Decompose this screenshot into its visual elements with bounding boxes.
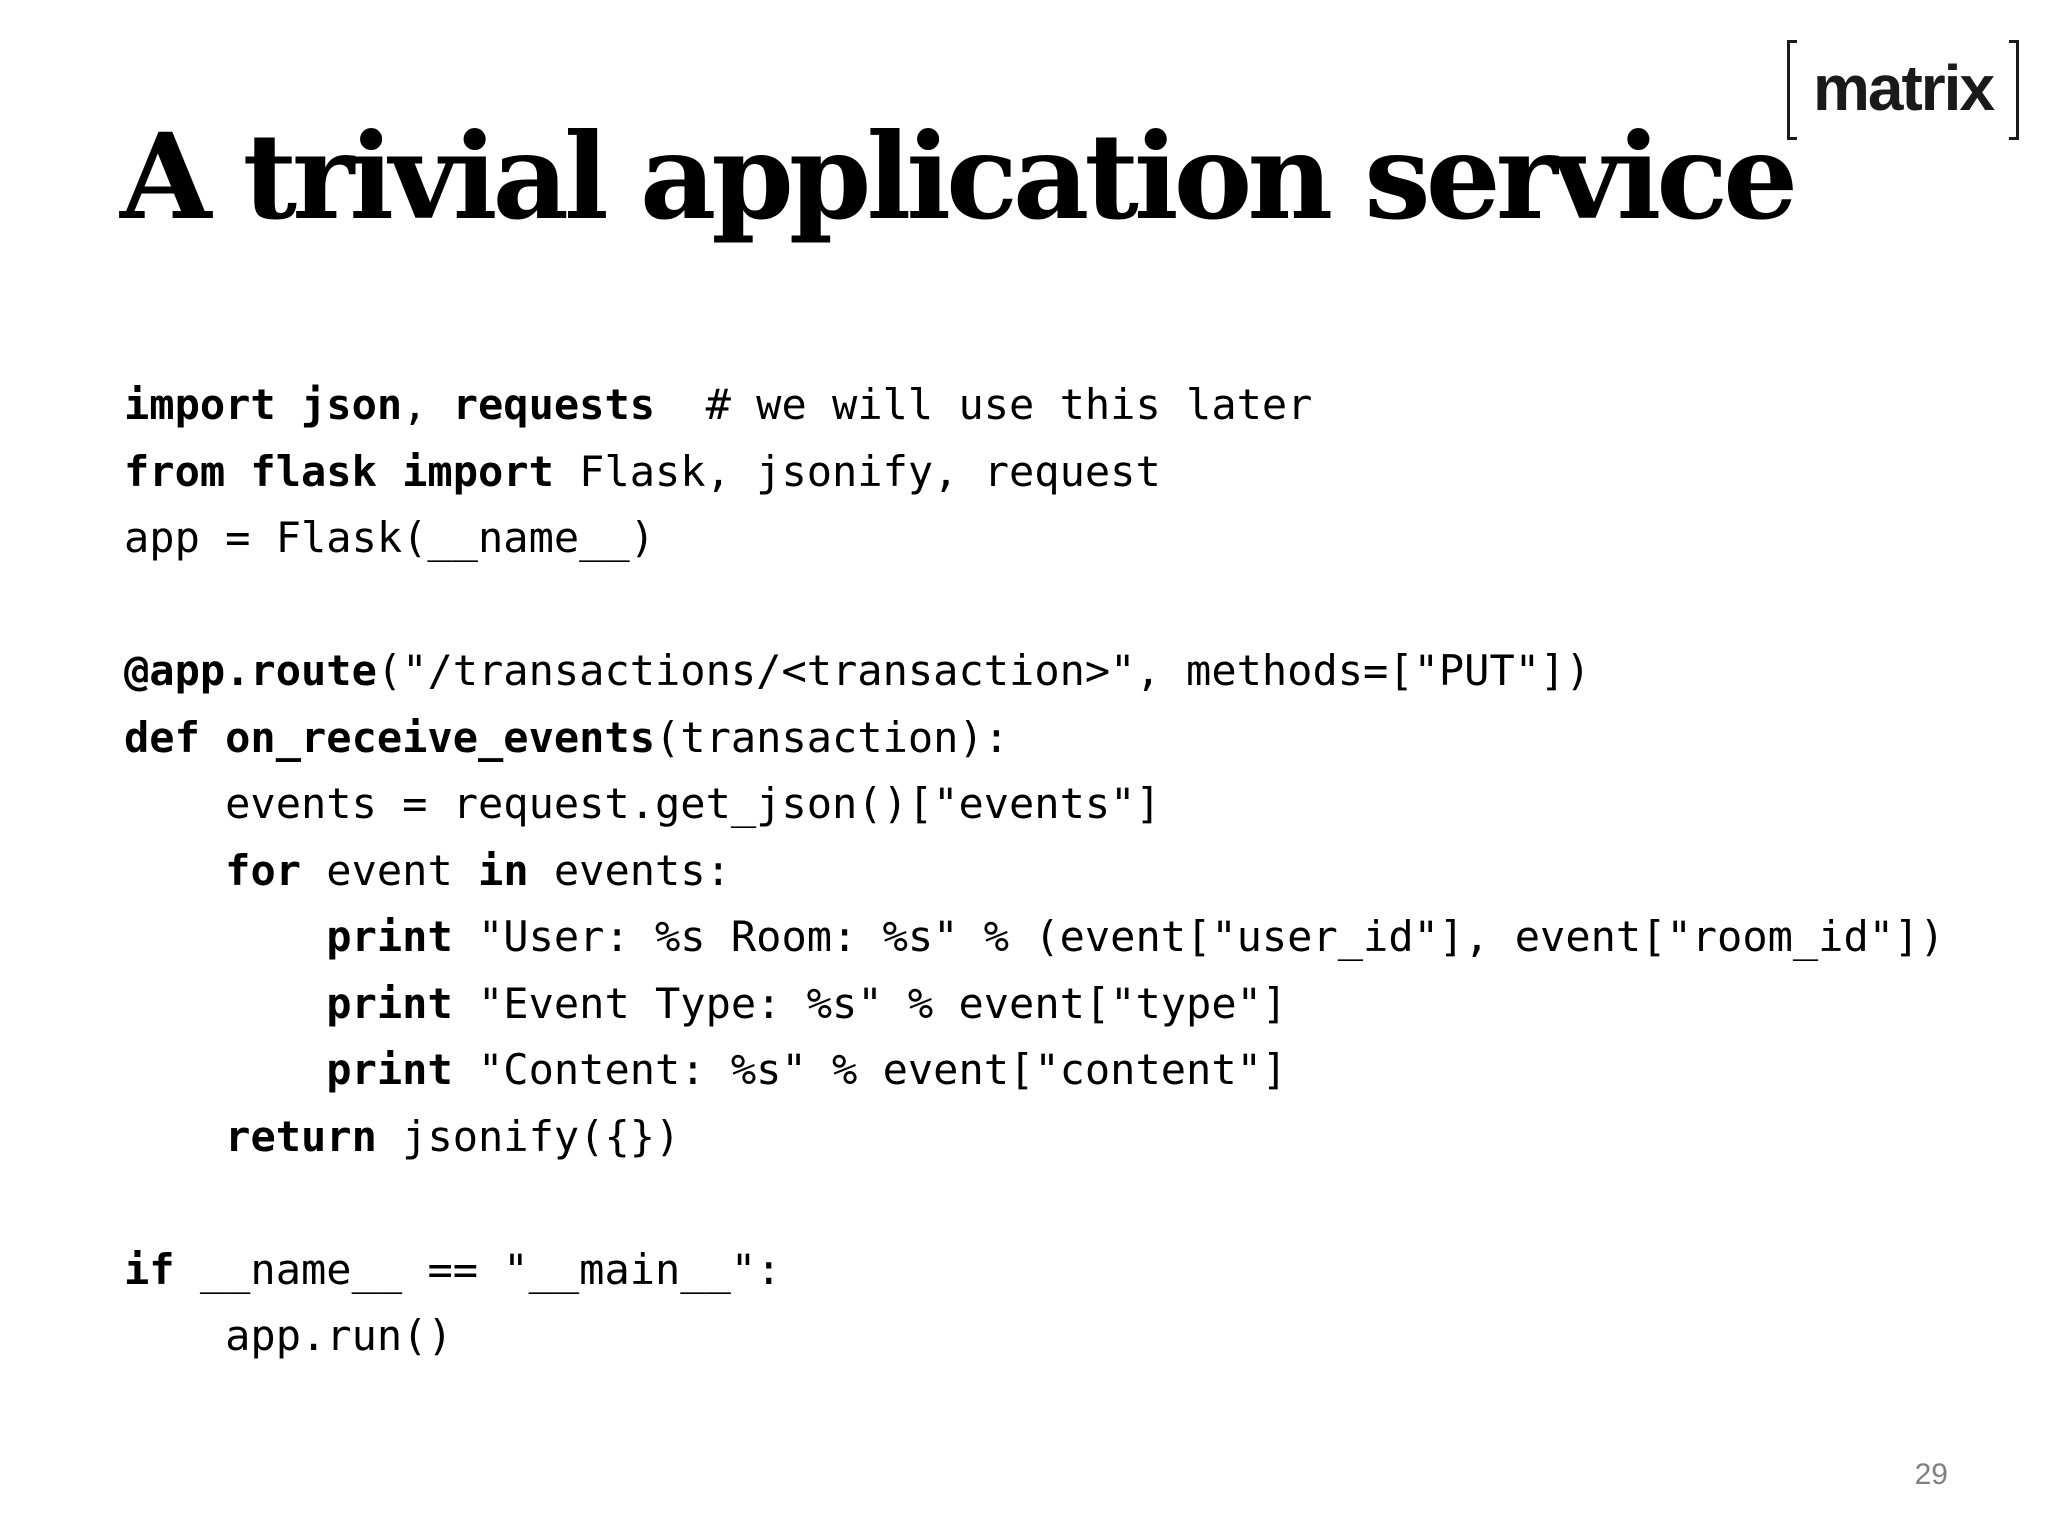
code-text: Flask, jsonify, request: [553, 446, 1161, 496]
code-blank-line: [124, 572, 1945, 639]
code-keyword: print: [326, 912, 453, 961]
code-text: __name__ == "__main__":: [174, 1244, 782, 1294]
page-number: 29: [1914, 1458, 1948, 1491]
code-text: [124, 912, 326, 961]
code-text: (transaction):: [655, 712, 1010, 762]
logo-text: matrix: [1812, 52, 1995, 124]
code-keyword: for: [225, 845, 302, 895]
code-text: "User: %s Room: %s" % (event["user_id"],…: [452, 912, 1945, 961]
code-text: jsonify({}): [376, 1111, 681, 1161]
code-keyword: print: [326, 978, 453, 1028]
code-line: import json, requests # we will use this…: [124, 372, 1945, 439]
code-line: def on_receive_events(transaction):: [124, 705, 1945, 772]
code-blank-line: [124, 1170, 1945, 1237]
code-line: from flask import Flask, jsonify, reques…: [124, 439, 1945, 506]
code-text: [124, 1112, 225, 1161]
code-text: ("/transactions/<transaction>", methods=…: [376, 646, 1591, 695]
code-line: app.run(): [124, 1303, 1945, 1370]
slide-title: A trivial application service: [120, 107, 1798, 246]
code-text: ,: [402, 380, 453, 429]
code-keyword: @app.route: [124, 646, 377, 695]
code-line: print "Event Type: %s" % event["type"]: [124, 971, 1945, 1038]
code-keyword: return: [225, 1111, 377, 1161]
code-text: app = Flask(__name__): [124, 513, 656, 562]
code-text: "Content: %s" % event["content"]: [452, 1045, 1288, 1094]
code-keyword: from flask import: [124, 446, 554, 496]
code-text: app.run(): [124, 1311, 453, 1360]
code-text: # we will use this later: [655, 380, 1313, 429]
code-keyword: import json: [124, 380, 403, 429]
code-text: [124, 1045, 326, 1094]
code-keyword: in: [478, 845, 529, 895]
code-line: events = request.get_json()["events"]: [124, 771, 1945, 838]
matrix-logo: matrix: [1787, 40, 2019, 140]
code-block: import json, requests # we will use this…: [124, 372, 1945, 1370]
code-line: print "User: %s Room: %s" % (event["user…: [124, 904, 1945, 971]
logo-left-bracket: [1787, 40, 1797, 140]
code-line: @app.route("/transactions/<transaction>"…: [124, 638, 1945, 705]
code-keyword: requests: [452, 380, 656, 429]
code-line: print "Content: %s" % event["content"]: [124, 1037, 1945, 1104]
code-keyword: if: [124, 1244, 175, 1294]
code-line: app = Flask(__name__): [124, 505, 1945, 572]
code-text: "Event Type: %s" % event["type"]: [452, 978, 1288, 1028]
code-text: [124, 846, 225, 895]
code-text: events = request.get_json()["events"]: [124, 779, 1161, 828]
code-text: events:: [528, 845, 731, 895]
code-line: for event in events:: [124, 838, 1945, 905]
code-keyword: def on_receive_events: [124, 712, 656, 762]
code-text: event: [301, 845, 479, 895]
logo-right-bracket: [2009, 40, 2019, 140]
code-keyword: print: [326, 1045, 453, 1094]
code-text: [124, 979, 326, 1028]
code-line: return jsonify({}): [124, 1104, 1945, 1171]
code-line: if __name__ == "__main__":: [124, 1237, 1945, 1304]
